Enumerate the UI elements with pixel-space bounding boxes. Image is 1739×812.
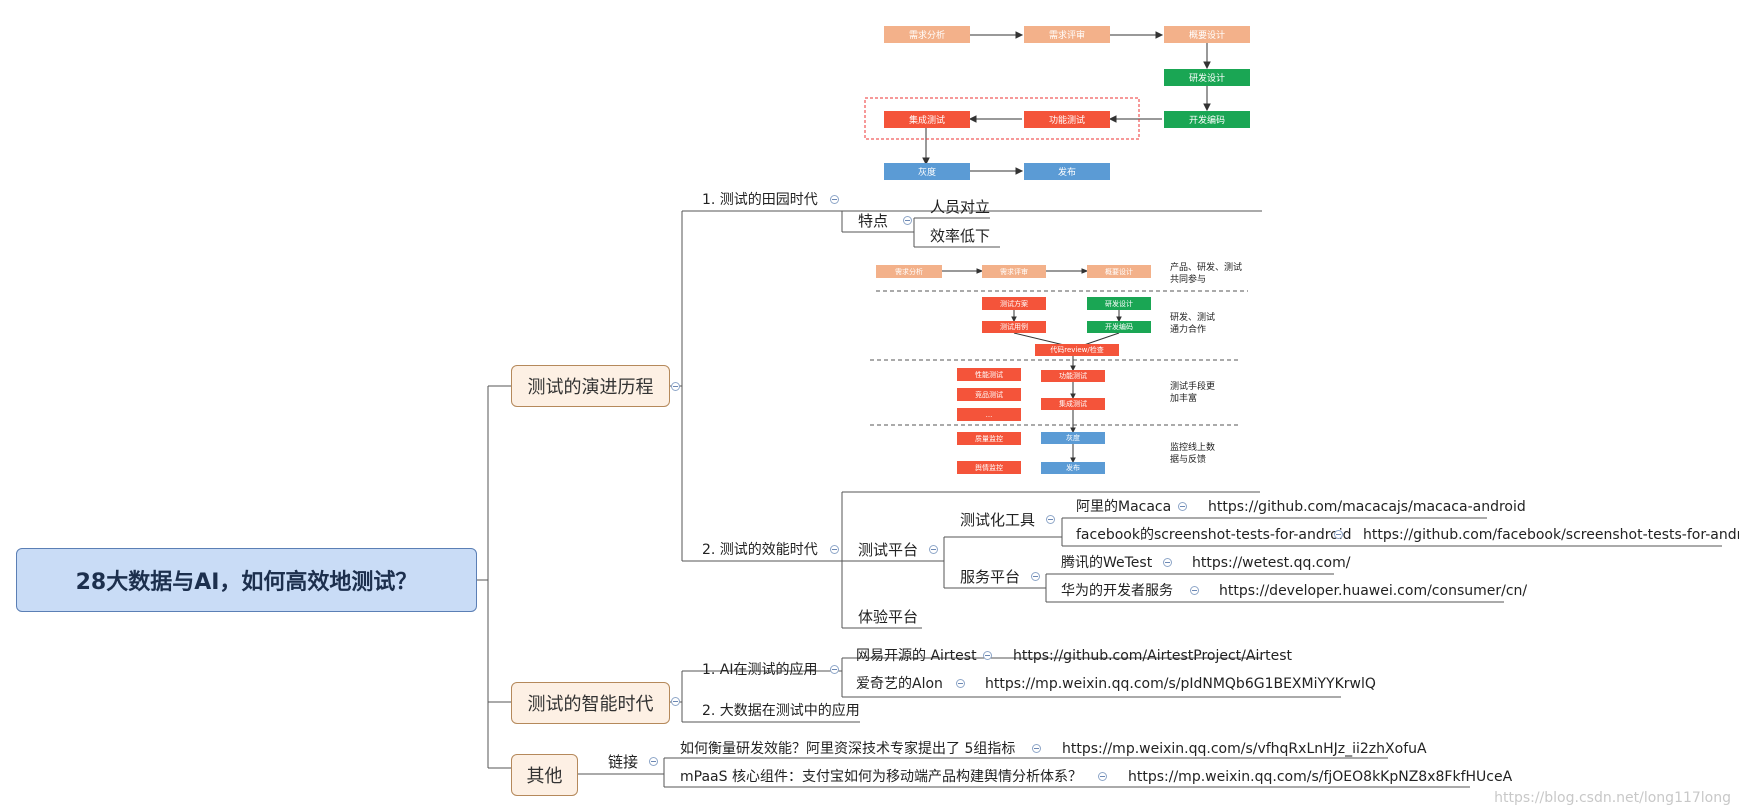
topic-idyllic-era[interactable]: 1. 测试的田园时代	[702, 192, 818, 208]
topic-efficiency-era[interactable]: 2. 测试的效能时代	[702, 542, 818, 558]
flow1-node: 集成测试	[884, 111, 970, 128]
collapse-icon[interactable]	[1163, 558, 1172, 567]
flow2-node: ...	[957, 408, 1021, 421]
feature-item[interactable]: 效率低下	[930, 227, 991, 245]
topic-service-platform[interactable]: 服务平台	[960, 568, 1021, 586]
service-url[interactable]: https://developer.huawei.com/consumer/cn…	[1219, 583, 1528, 599]
topic-bigdata-applications[interactable]: 2. 大数据在测试中的应用	[702, 703, 860, 719]
collapse-icon[interactable]	[1032, 744, 1041, 753]
link-url[interactable]: https://mp.weixin.qq.com/s/vfhqRxLnHJz_i…	[1062, 741, 1427, 757]
flow1-node: 开发编码	[1164, 111, 1250, 128]
service-url[interactable]: https://wetest.qq.com/	[1192, 555, 1351, 571]
topic-test-platform[interactable]: 测试平台	[858, 541, 919, 559]
topic-links[interactable]: 链接	[608, 753, 639, 771]
topic-automation-tools[interactable]: 测试化工具	[960, 511, 1036, 529]
branch-smart[interactable]: 测试的智能时代	[511, 682, 670, 724]
topic-features[interactable]: 特点	[858, 212, 889, 230]
link-url[interactable]: https://mp.weixin.qq.com/s/fjOEO8kKpNZ8x…	[1128, 769, 1513, 785]
collapse-icon[interactable]	[649, 757, 658, 766]
flow2-node: 发布	[1041, 462, 1105, 474]
collapse-icon[interactable]	[830, 195, 839, 204]
ai-tool-name[interactable]: 爱奇艺的Alon	[856, 676, 943, 692]
collapse-icon[interactable]	[983, 651, 992, 660]
flow2-node: 舆情监控	[957, 461, 1021, 474]
branch-other[interactable]: 其他	[511, 754, 578, 796]
flow2-note: 监控线上数据与反馈	[1170, 443, 1216, 465]
collapse-icon[interactable]	[671, 382, 680, 391]
tool-name[interactable]: facebook的screenshot-tests-for-android	[1076, 527, 1352, 543]
collapse-icon[interactable]	[830, 545, 839, 554]
ai-tool-url[interactable]: https://mp.weixin.qq.com/s/pIdNMQb6G1BEX…	[985, 676, 1376, 692]
flow2-node: 功能测试	[1041, 370, 1105, 382]
branch-evolution[interactable]: 测试的演进历程	[511, 365, 670, 407]
flow1-node: 需求评审	[1024, 26, 1110, 43]
collapse-icon[interactable]	[1046, 515, 1055, 524]
service-name[interactable]: 华为的开发者服务	[1061, 583, 1173, 599]
flow2-node: 开发编码	[1087, 321, 1151, 333]
flow1-node: 概要设计	[1164, 26, 1250, 43]
flow2-node: 代码review/检查	[1035, 344, 1119, 356]
collapse-icon[interactable]	[929, 545, 938, 554]
collapse-icon[interactable]	[1098, 772, 1107, 781]
flow2-note: 研发、测试通力合作	[1170, 313, 1216, 335]
flow2-node: 集成测试	[1041, 398, 1105, 410]
collapse-icon[interactable]	[830, 665, 839, 674]
flow1-node: 需求分析	[884, 26, 970, 43]
flow2-node: 性能测试	[957, 368, 1021, 381]
flow2-node: 需求评审	[982, 265, 1046, 278]
root-topic[interactable]: 28大数据与AI，如何高效地测试？	[16, 548, 477, 612]
collapse-icon[interactable]	[1334, 530, 1343, 539]
tool-url[interactable]: https://github.com/macacajs/macaca-andro…	[1208, 499, 1526, 515]
ai-tool-name[interactable]: 网易开源的 Airtest	[856, 648, 977, 664]
tool-name[interactable]: 阿里的Macaca	[1076, 499, 1172, 515]
collapse-icon[interactable]	[671, 697, 680, 706]
link-title[interactable]: 如何衡量研发效能？阿里资深技术专家提出了 5组指标	[680, 741, 1016, 757]
flow2-node: 质量监控	[957, 432, 1021, 445]
flow2-note: 产品、研发、测试共同参与	[1170, 263, 1243, 285]
watermark: https://blog.csdn.net/long117long	[1494, 790, 1731, 806]
flow2-node: 测试用例	[982, 321, 1046, 333]
ai-tool-url[interactable]: https://github.com/AirtestProject/Airtes…	[1013, 648, 1292, 664]
topic-ai-applications[interactable]: 1. AI在测试的应用	[702, 662, 818, 678]
link-title[interactable]: mPaaS 核心组件：支付宝如何为移动端产品构建舆情分析体系？	[680, 769, 1082, 785]
flow2-node: 概要设计	[1087, 265, 1151, 278]
service-name[interactable]: 腾讯的WeTest	[1061, 555, 1153, 571]
flow2-node: 灰度	[1041, 432, 1105, 444]
collapse-icon[interactable]	[1031, 572, 1040, 581]
collapse-icon[interactable]	[1178, 502, 1187, 511]
collapse-icon[interactable]	[903, 216, 912, 225]
flow1-node: 发布	[1024, 163, 1110, 180]
flow2-node: 需求分析	[876, 265, 942, 278]
collapse-icon[interactable]	[956, 679, 965, 688]
flow2-node: 竞品测试	[957, 388, 1021, 401]
flow1-node: 灰度	[884, 163, 970, 180]
flow2-node: 测试方案	[982, 297, 1046, 310]
flow2-node: 研发设计	[1087, 297, 1151, 310]
feature-item[interactable]: 人员对立	[930, 198, 991, 216]
flow1-node: 功能测试	[1024, 111, 1110, 128]
tool-url[interactable]: https://github.com/facebook/screenshot-t…	[1363, 527, 1739, 543]
flow2-note: 测试手段更加丰富	[1170, 382, 1216, 404]
flow1-node: 研发设计	[1164, 69, 1250, 86]
topic-experience-platform[interactable]: 体验平台	[858, 608, 919, 626]
collapse-icon[interactable]	[1190, 586, 1199, 595]
